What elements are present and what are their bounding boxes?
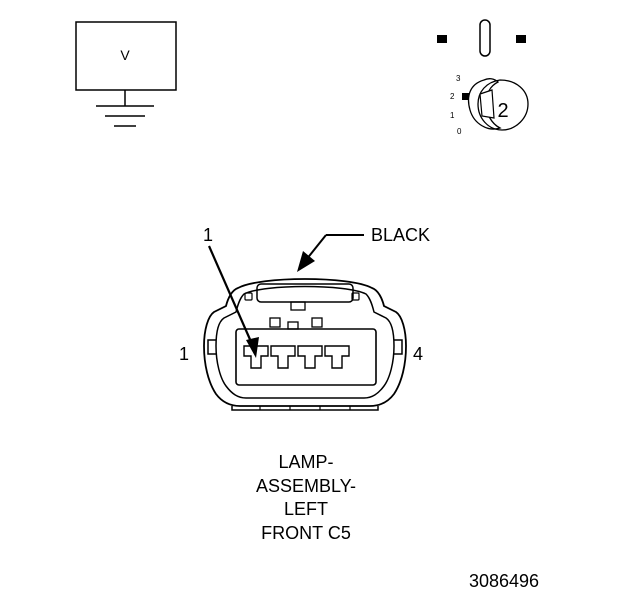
selector-position-0: 0 (457, 127, 462, 136)
arrow-icon (297, 251, 315, 272)
pointer-arrow-icon (246, 337, 259, 358)
left-pin-label: 1 (179, 344, 189, 364)
right-pin-label: 4 (413, 344, 423, 364)
selector-selected-value: 2 (497, 100, 508, 122)
terminal-cavity-2 (270, 345, 296, 369)
connector-color-label: BLACK (371, 225, 430, 245)
selector-position-1: 1 (450, 111, 455, 120)
terminal-block (235, 328, 377, 386)
connector-body (203, 278, 407, 411)
voltmeter-symbol: V (120, 47, 130, 63)
selector-position-2: 2 (450, 92, 455, 101)
title-line-4: FRONT C5 (261, 523, 351, 543)
terminal-cavity-4 (324, 345, 350, 369)
title-line-2: ASSEMBLY- (256, 476, 356, 496)
figure-id: 3086496 (469, 571, 539, 591)
terminal-cavity-3 (297, 345, 323, 369)
connector-title: LAMP- ASSEMBLY- LEFT FRONT C5 (256, 452, 356, 543)
selector-position-3: 3 (456, 74, 461, 83)
voltmeter-box (75, 21, 177, 91)
color-callout: BLACK (297, 225, 430, 272)
probe-icon (437, 19, 526, 57)
title-line-3: LEFT (284, 499, 328, 519)
terminal-cavity-1 (243, 345, 269, 369)
pin-pointer: 1 (203, 225, 259, 358)
title-line-1: LAMP- (278, 452, 333, 472)
pointer-label: 1 (203, 225, 213, 245)
selector-knob-icon: 3 2 1 0 2 (450, 74, 529, 136)
voltmeter: V (75, 21, 177, 127)
